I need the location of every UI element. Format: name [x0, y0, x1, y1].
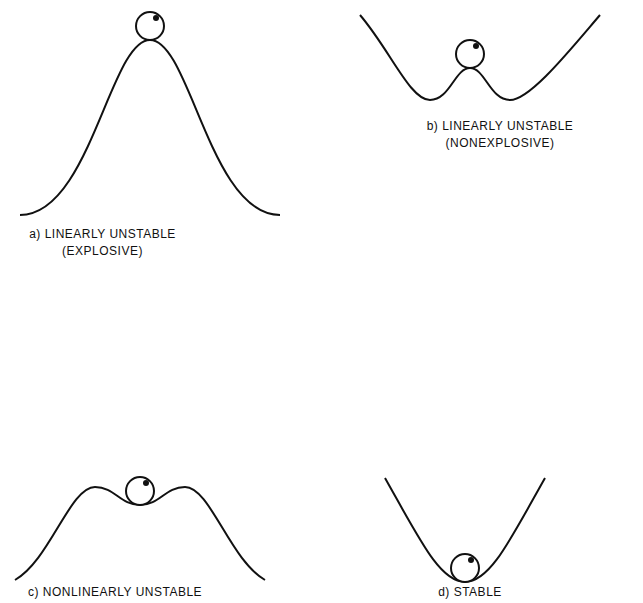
ball-highlight: [473, 43, 479, 49]
caption-label: d) STABLE: [420, 584, 520, 601]
caption-label: b) LINEARLY UNSTABLE (NONEXPLOSIVE): [395, 118, 605, 153]
ball: [136, 12, 164, 40]
caption-label: c) NONLINEARLY UNSTABLE: [5, 584, 225, 601]
well-curve: [385, 478, 545, 582]
ball: [456, 40, 484, 68]
caption-label: a) LINEARLY UNSTABLE (EXPLOSIVE): [15, 226, 190, 261]
ball-highlight: [468, 557, 474, 563]
ball: [451, 554, 479, 582]
hill-curve: [20, 40, 280, 215]
ball-highlight: [143, 480, 149, 486]
ball-highlight: [153, 15, 159, 21]
double-well-curve: [360, 15, 600, 100]
ball: [126, 477, 154, 505]
